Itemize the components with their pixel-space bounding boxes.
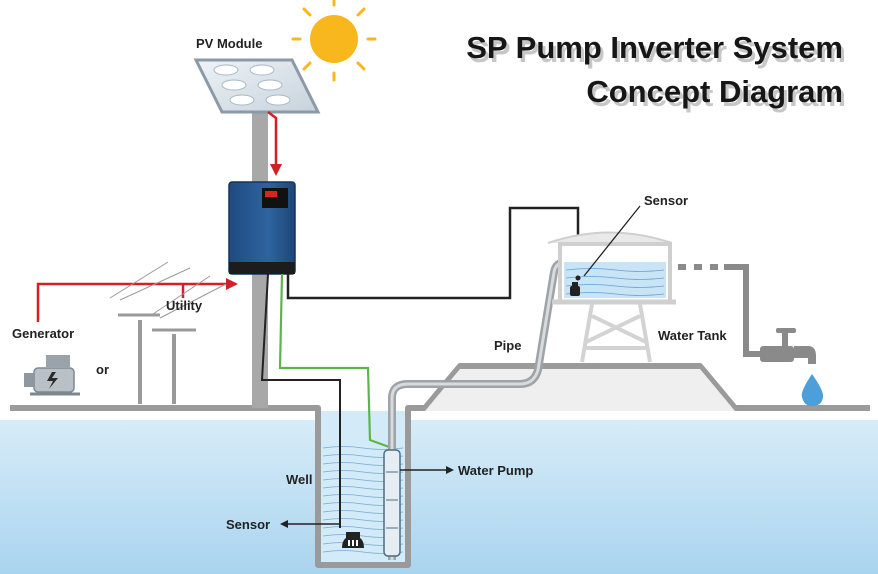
pv-module bbox=[193, 58, 321, 114]
utility-poles-icon bbox=[109, 261, 227, 404]
title-line2-shadow: Concept Diagram bbox=[589, 78, 846, 113]
pump-power-cable bbox=[278, 273, 393, 450]
well-sensor-label: Sensor bbox=[226, 517, 270, 532]
water-pump-icon bbox=[383, 449, 401, 557]
title-line2: Concept Diagram bbox=[586, 74, 843, 109]
well-label: Well bbox=[286, 472, 313, 487]
tank-sensor-label: Sensor bbox=[644, 193, 688, 208]
or-label: or bbox=[96, 362, 109, 377]
water-pipe-highlight bbox=[390, 260, 567, 560]
pump-inverter bbox=[228, 181, 296, 275]
water-drop-icon bbox=[801, 374, 824, 406]
ground-water bbox=[0, 420, 878, 574]
generator-icon bbox=[24, 355, 80, 396]
water-pump-pointer bbox=[400, 466, 454, 474]
water-tank bbox=[547, 231, 676, 363]
well-sensor-cable bbox=[260, 273, 341, 528]
tank-sensor-icon bbox=[570, 275, 581, 296]
sun-icon bbox=[291, 0, 377, 82]
title-line1-shadow: SP Pump Inverter System bbox=[469, 34, 846, 69]
hill-fill bbox=[425, 369, 735, 411]
pv-module-label: PV Module bbox=[196, 36, 262, 51]
faucet-icon bbox=[760, 328, 816, 364]
tank-sensor-pointer bbox=[583, 205, 641, 277]
terrain-ground bbox=[10, 363, 870, 568]
generator-label: Generator bbox=[12, 326, 74, 341]
well-sensor-icon bbox=[342, 532, 364, 548]
water-tank-label: Water Tank bbox=[658, 328, 727, 343]
tank-outlet-pipe bbox=[678, 264, 760, 357]
ac-power-lines bbox=[36, 278, 238, 322]
title-line1: SP Pump Inverter System bbox=[466, 30, 843, 65]
tank-sensor-cable bbox=[286, 206, 580, 300]
utility-label: Utility bbox=[166, 298, 203, 313]
well-sensor-pointer bbox=[280, 520, 340, 528]
water-pump-label: Water Pump bbox=[458, 463, 533, 478]
pipe-label: Pipe bbox=[494, 338, 521, 353]
pv-power-arrow bbox=[267, 111, 282, 176]
